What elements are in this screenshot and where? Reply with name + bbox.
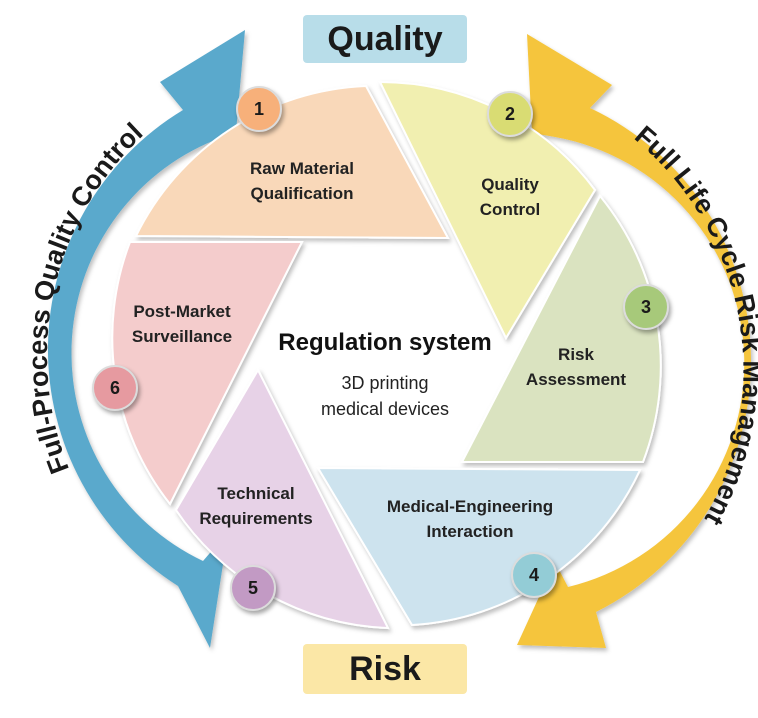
- left-cycle-arrow: [47, 30, 246, 648]
- step-2-badge: 2: [487, 91, 533, 137]
- quality-label-box: Quality: [303, 15, 467, 63]
- segment-3-line1: Risk: [558, 345, 594, 364]
- segment-1-line2: Qualification: [250, 184, 354, 203]
- segment-4-text: Medical-Engineering Interaction: [387, 494, 553, 544]
- step-3-badge: 3: [623, 284, 669, 330]
- quality-label: Quality: [327, 19, 443, 58]
- segment-risk-assessment: [460, 194, 662, 463]
- risk-label-box: Risk: [303, 644, 467, 694]
- segment-5-line2: Requirements: [199, 509, 313, 528]
- segment-2-line2: Control: [479, 200, 541, 219]
- segment-6-line1: Post-Market: [133, 302, 231, 321]
- center-subtitle-line2: medical devices: [320, 399, 450, 419]
- segment-5-text: Technical Requirements: [199, 481, 312, 531]
- segment-4-line1: Medical-Engineering: [386, 497, 554, 516]
- step-4-badge: 4: [511, 552, 557, 598]
- segment-5-line1: Technical: [217, 484, 295, 503]
- segment-6-line2: Surveillance: [131, 327, 233, 346]
- segment-1-line1: Raw Material: [250, 159, 354, 178]
- step-5-badge: 5: [230, 565, 276, 611]
- right-cycle-arrow: [517, 34, 751, 648]
- segment-1-text: Raw Material Qualification: [250, 156, 354, 206]
- segment-6-text: Post-Market Surveillance: [132, 299, 232, 349]
- segment-3-text: Risk Assessment: [526, 342, 626, 392]
- segment-2-text: Quality Control: [480, 172, 540, 222]
- risk-label: Risk: [349, 649, 421, 688]
- center-subtitle: 3D printing medical devices: [321, 370, 449, 422]
- segment-4-line2: Interaction: [426, 522, 514, 541]
- center-title: Regulation system: [278, 329, 492, 356]
- step-1-badge: 1: [236, 86, 282, 132]
- center-subtitle-line1: 3D printing: [341, 373, 429, 393]
- step-6-badge: 6: [92, 365, 138, 411]
- segment-2-line1: Quality: [481, 175, 539, 194]
- segment-3-line2: Assessment: [525, 370, 627, 389]
